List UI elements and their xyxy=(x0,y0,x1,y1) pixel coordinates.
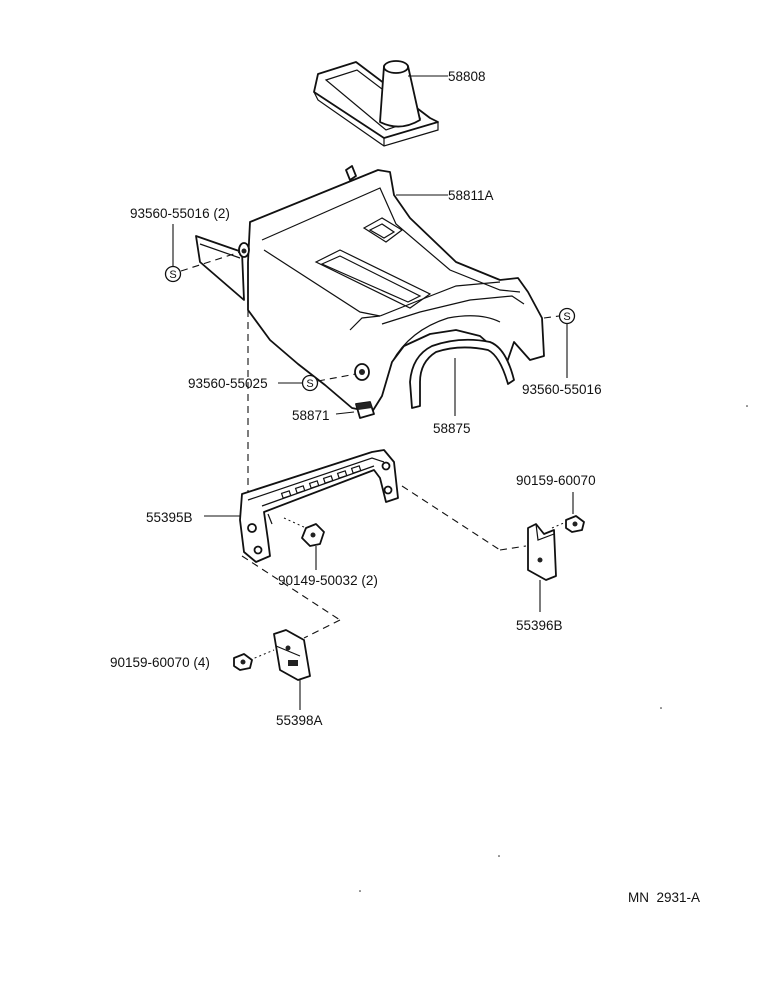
bracket-55395B xyxy=(239,449,399,563)
label-58808: 58808 xyxy=(448,69,486,84)
bracket-55398A xyxy=(273,629,311,681)
svg-text:S: S xyxy=(306,378,313,390)
screw-symbol-right: S xyxy=(558,307,576,325)
svg-text:S: S xyxy=(169,269,176,281)
bolt-90159-60070-left xyxy=(233,649,275,671)
label-93560-55016: 93560-55016 xyxy=(522,382,602,397)
label-58811A: 58811A xyxy=(448,188,494,203)
bolt-90149-50032 xyxy=(283,517,325,547)
label-58871: 58871 xyxy=(292,408,330,423)
diagram-id: MN 2931-A xyxy=(628,890,700,905)
label-55395B: 55395B xyxy=(146,510,193,525)
label-93560-55016-2: 93560-55016 (2) xyxy=(130,206,230,221)
bracket-55396B xyxy=(527,523,557,581)
screw-symbol-front: S xyxy=(301,374,319,392)
shift-boot-58808 xyxy=(313,60,439,147)
label-58875: 58875 xyxy=(433,421,471,436)
label-55398A: 55398A xyxy=(276,713,323,728)
label-55396B: 55396B xyxy=(516,618,563,633)
screw-hole-front xyxy=(354,363,370,381)
trim-strip-58875 xyxy=(409,338,515,409)
label-90149-50032-2: 90149-50032 (2) xyxy=(278,573,378,588)
label-90159-60070-4: 90159-60070 (4) xyxy=(110,655,210,670)
screw-hole-left xyxy=(238,242,250,258)
label-93560-55025: 93560-55025 xyxy=(188,376,268,391)
svg-text:S: S xyxy=(563,311,570,323)
console-body-58811A xyxy=(195,165,545,413)
screw-symbol-left: S xyxy=(164,265,182,283)
label-90159-60070: 90159-60070 xyxy=(516,473,596,488)
cap-58871 xyxy=(355,401,375,419)
bolt-90159-60070-right xyxy=(551,515,585,533)
